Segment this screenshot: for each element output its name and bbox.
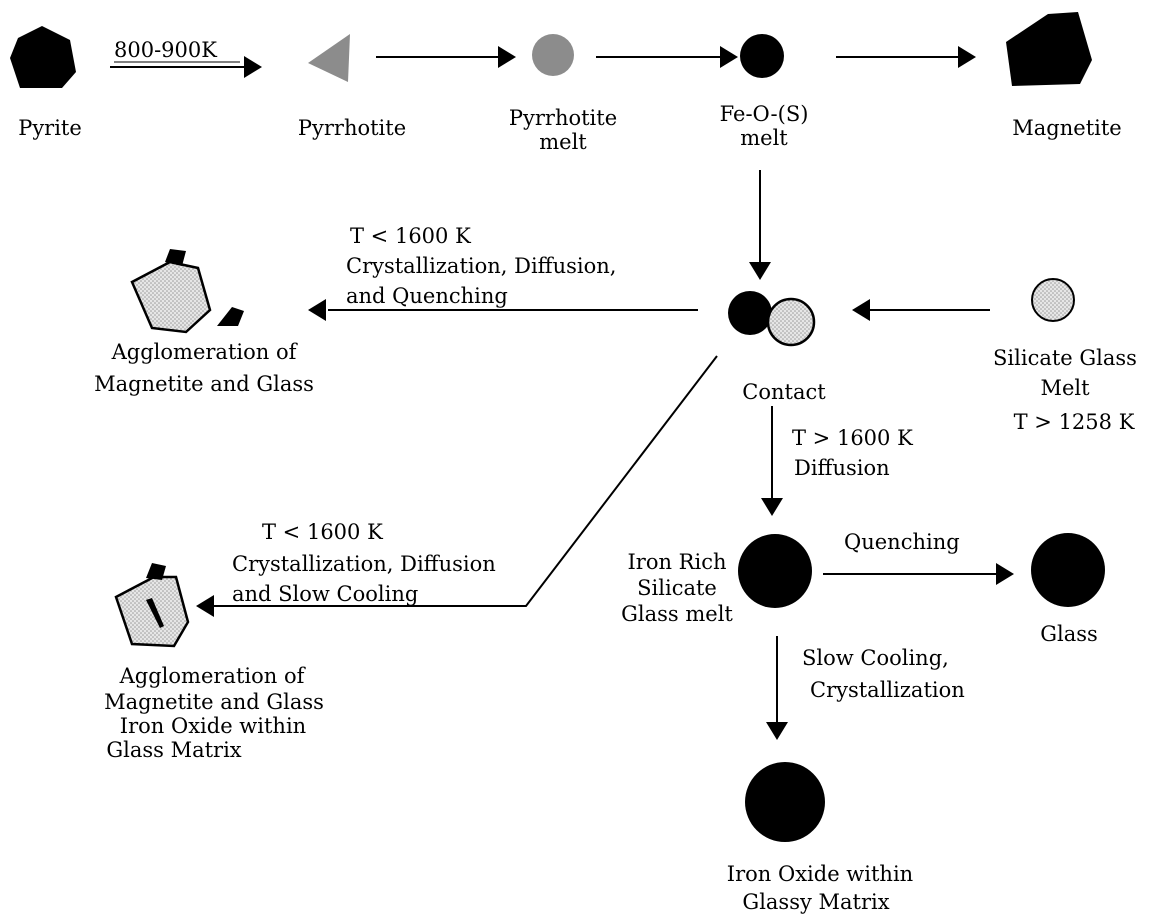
arrowhead-contact-down: [749, 262, 771, 280]
arrowhead-agglomeration-top: [308, 299, 326, 321]
pyrrhotite-shape: [308, 34, 350, 82]
silicate-glass-melt-label-2: Melt: [1040, 376, 1090, 400]
edge-label-pyrite-to-pyrrhotite: 800-900K: [114, 38, 217, 62]
agglomeration-top-label-1: Agglomeration of: [111, 340, 297, 364]
contact-label: Contact: [742, 380, 826, 404]
edge-label-iron-rich-to-iron-oxide-2: Crystallization: [810, 678, 965, 702]
agglomeration-bottom-label-4: Glass Matrix: [106, 738, 242, 762]
arrowhead-silicate: [852, 299, 870, 321]
silicate-glass-melt-label-3: T > 1258 K: [1013, 410, 1135, 434]
iron-rich-melt-label-1: Iron Rich: [627, 550, 727, 574]
contact-feos-shape: [728, 291, 772, 335]
iron-oxide-glassy-label-2: Glassy Matrix: [742, 890, 890, 914]
edge-label-contact-to-iron-rich-1: T > 1600 K: [792, 426, 913, 450]
edge-label-contact-to-iron-rich-2: Diffusion: [794, 456, 890, 480]
edge-label-iron-rich-to-iron-oxide-1: Slow Cooling,: [802, 646, 949, 670]
iron-oxide-glassy-label-1: Iron Oxide within: [726, 862, 914, 886]
arrow-lines: [110, 56, 996, 722]
iron-rich-melt-label-2: Silicate: [637, 576, 717, 600]
agglomeration-top-glass-shape: [130, 260, 212, 334]
pyrrhotite-melt-label-1: Pyrrhotite: [508, 106, 618, 130]
arrowhead-glass: [996, 563, 1014, 585]
pyrrhotite-melt-shape: [532, 34, 574, 76]
agglomeration-bottom-magnetite-shape: [146, 563, 166, 580]
agglomeration-top-magnetite-shape: [165, 249, 186, 266]
arrowhead-feos-melt: [958, 46, 976, 68]
pyrite-label: Pyrite: [18, 116, 82, 140]
glass-label: Glass: [1040, 622, 1098, 646]
arrowhead-pyrite: [244, 56, 262, 78]
agglomeration-bottom-inclusion-shape: [146, 598, 164, 628]
arrowhead-iron-oxide: [766, 722, 788, 740]
iron-rich-melt-label-3: Glass melt: [621, 602, 733, 626]
feos-melt-label-1: Fe-O-(S): [719, 102, 809, 126]
feos-melt-label-2: melt: [740, 126, 788, 150]
arrow-heads: [196, 46, 1014, 740]
edge-label-contact-to-agglomeration-top-2: Crystallization, Diffusion,: [346, 254, 617, 278]
contact-glass-shape: [766, 297, 816, 347]
pyrrhotite-melt-label-2: melt: [539, 130, 587, 154]
arrowhead-iron-rich: [761, 498, 783, 516]
pyrite-shape: [10, 26, 76, 88]
agglomeration-bottom-label-3: Iron Oxide within: [119, 714, 307, 738]
magnetite-shape: [1006, 12, 1092, 86]
agglomeration-bottom-label-2: Magnetite and Glass: [104, 690, 324, 714]
feos-melt-shape: [740, 34, 784, 78]
agglomeration-top-label-2: Magnetite and Glass: [94, 372, 314, 396]
edge-label-contact-to-agglomeration-bottom-2: Crystallization, Diffusion: [232, 552, 496, 576]
iron-rich-melt-shape: [738, 534, 812, 608]
edge-label-iron-rich-to-glass: Quenching: [844, 530, 960, 554]
pyrrhotite-label: Pyrrhotite: [297, 116, 407, 140]
arrowhead-agglomeration-bottom: [196, 595, 214, 617]
edge-label-contact-to-agglomeration-bottom-3: and Slow Cooling: [232, 582, 419, 606]
silicate-glass-melt-shape: [1031, 278, 1075, 322]
agglomeration-top-fragment-shape: [217, 307, 244, 326]
iron-oxide-glassy-shape: [745, 762, 825, 842]
glass-shape: [1031, 533, 1105, 607]
arrowhead-pyrrhotite: [498, 46, 516, 68]
silicate-glass-melt-label-1: Silicate Glass: [993, 346, 1137, 370]
edge-label-contact-to-agglomeration-top-1: T < 1600 K: [350, 224, 471, 248]
agglomeration-bottom-label-1: Agglomeration of: [119, 664, 305, 688]
edge-label-contact-to-agglomeration-top-3: and Quenching: [346, 284, 508, 308]
magnetite-label: Magnetite: [1012, 116, 1122, 140]
arrowhead-pyrrhotite-melt: [720, 46, 738, 68]
edge-label-contact-to-agglomeration-bottom-1: T < 1600 K: [262, 520, 383, 544]
